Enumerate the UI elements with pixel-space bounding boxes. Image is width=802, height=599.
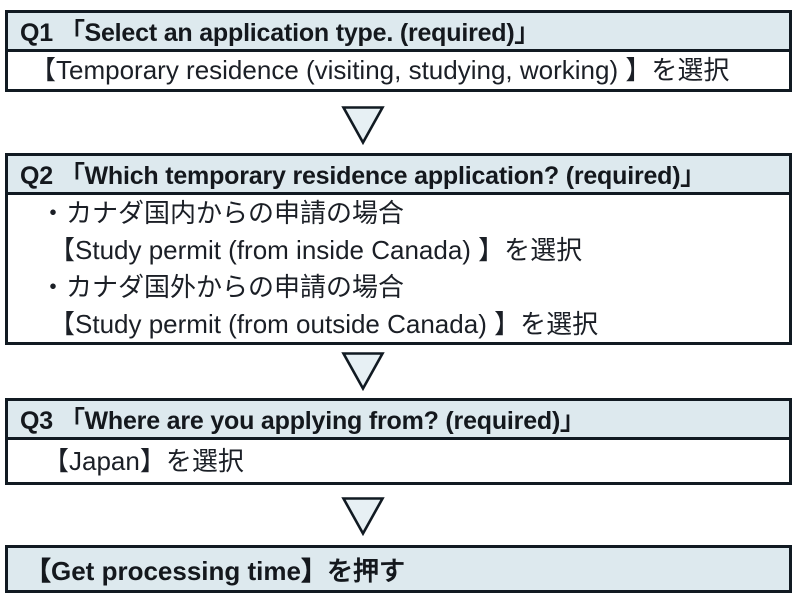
step-q1-body: 【Temporary residence (visiting, studying… <box>8 52 789 89</box>
step-q3-box: Q3 「Where are you applying from? (requir… <box>5 398 792 485</box>
step-q3-body: 【Japan】を選択 <box>8 440 789 482</box>
step-q2-case-inside: ・カナダ国内からの申請の場合 <box>40 198 405 228</box>
final-action-text: 【Get processing time】を押す <box>25 555 405 586</box>
step-q3-instruction: 【Japan】を選択 <box>43 445 244 476</box>
step-q3-header: Q3 「Where are you applying from? (requir… <box>8 401 789 440</box>
down-arrow-icon <box>341 105 385 146</box>
step-q2-selection-inside: 【Study permit (from inside Canada) 】を選択 <box>49 235 583 265</box>
step-q2-body: ・カナダ国内からの申請の場合 【Study permit (from insid… <box>8 195 789 343</box>
step-q3-header-text: Q3 「Where are you applying from? (requir… <box>20 407 585 435</box>
step-q2-header-text: Q2 「Which temporary residence applicatio… <box>20 162 706 190</box>
step-q2-selection-outside: 【Study permit (from outside Canada) 】を選択 <box>49 309 599 339</box>
down-arrow-icon <box>341 351 385 392</box>
step-q1-header-text: Q1 「Select an application type. (require… <box>20 19 540 47</box>
step-q2-case-outside: ・カナダ国外からの申請の場合 <box>40 272 405 302</box>
step-q1-header: Q1 「Select an application type. (require… <box>8 13 789 52</box>
step-q1-box: Q1 「Select an application type. (require… <box>5 10 792 92</box>
down-arrow-icon <box>341 496 385 537</box>
step-q2-box: Q2 「Which temporary residence applicatio… <box>5 153 792 345</box>
step-q1-instruction: 【Temporary residence (visiting, studying… <box>30 55 730 85</box>
step-q2-header: Q2 「Which temporary residence applicatio… <box>8 156 789 195</box>
final-action-box: 【Get processing time】を押す <box>5 545 792 593</box>
